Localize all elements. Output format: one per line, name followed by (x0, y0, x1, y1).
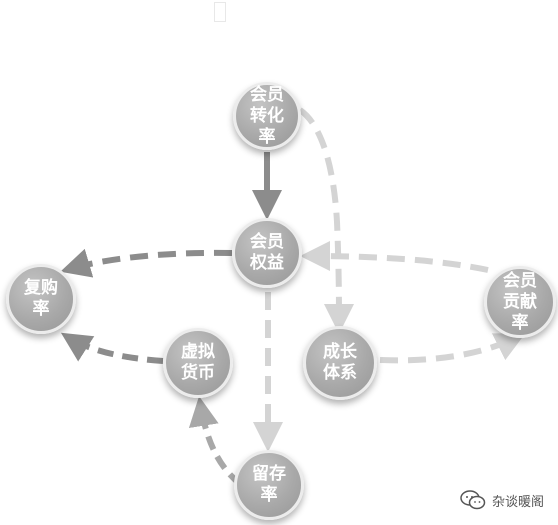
node-retention-rate: 留存 率 (234, 450, 304, 520)
node-member-contribution-rate: 会员 贡献 率 (484, 266, 556, 338)
arrow-contribution-to-benefits (300, 241, 489, 273)
node-virtual-currency: 虚拟 货币 (163, 328, 233, 398)
top-marker (214, 2, 226, 22)
arrow-retention-to-virtual (188, 396, 242, 487)
node-growth-system: 成长 体系 (303, 326, 377, 400)
arrow-virtual-to-repurchase (60, 332, 164, 364)
watermark-text: 杂谈暖阁 (492, 494, 545, 510)
node-repurchase-rate: 复购 率 (6, 264, 76, 334)
node-member-benefits: 会员 权益 (232, 218, 302, 288)
arrow-growth-to-contribution (379, 333, 526, 364)
wechat-icon (460, 490, 486, 510)
arrow-conversion-to-growth (298, 107, 354, 334)
arrow-benefits-to-repurchase (60, 248, 233, 278)
watermark: 杂谈暖阁 (460, 490, 544, 510)
node-member-conversion-rate: 会员 转化 率 (233, 82, 301, 150)
